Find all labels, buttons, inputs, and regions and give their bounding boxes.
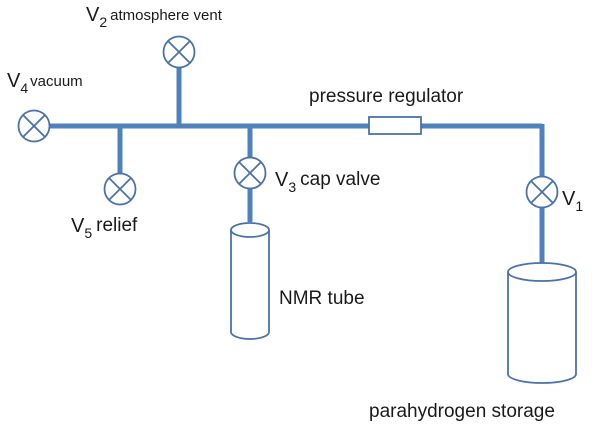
valve-v5-icon [103, 172, 137, 206]
pressure-regulator-label: pressure regulator [309, 86, 464, 107]
valve-v1-icon [525, 175, 559, 209]
valve-v2-icon [162, 35, 196, 69]
pressure-regulator-box [368, 116, 422, 135]
pipes [50, 68, 545, 264]
storage-cylinder-icon [507, 262, 577, 384]
nmr-tube-icon [230, 222, 270, 340]
valve-v4-icon [17, 109, 51, 143]
valve-v3-icon [233, 156, 267, 190]
nmr-tube-label: NMR tube [279, 288, 365, 309]
storage-label: parahydrogen storage [369, 401, 555, 422]
valve-v1-label: V1 [562, 188, 583, 214]
